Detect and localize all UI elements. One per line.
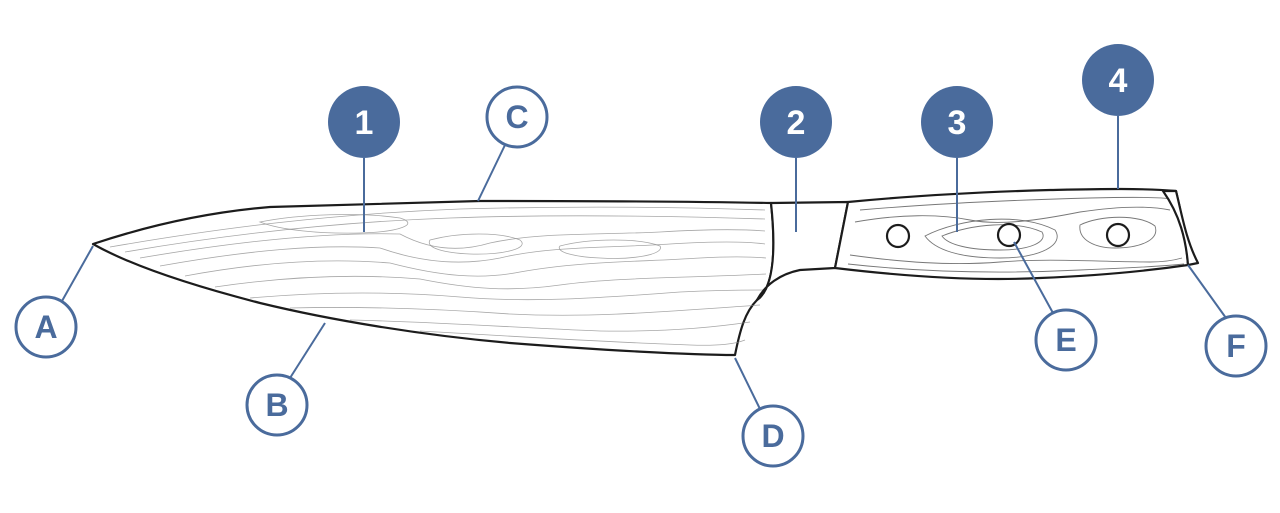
leader-f bbox=[1187, 264, 1227, 319]
callout-2: 2 bbox=[760, 86, 832, 158]
callout-b-circle bbox=[245, 373, 309, 437]
wood-grain bbox=[847, 196, 1185, 273]
callout-f: F bbox=[1204, 314, 1268, 378]
blade bbox=[91, 199, 775, 357]
rivet-center bbox=[996, 222, 1022, 248]
callout-b-label: B bbox=[265, 387, 288, 423]
callout-e-circle bbox=[1034, 308, 1098, 372]
callout-b: B bbox=[245, 373, 309, 437]
callout-4-circle bbox=[1082, 44, 1154, 116]
leader-b bbox=[289, 322, 326, 379]
leader-e bbox=[1013, 241, 1054, 314]
callout-1-circle bbox=[328, 86, 400, 158]
leader-d bbox=[734, 357, 761, 410]
callout-a-label: A bbox=[34, 309, 57, 345]
callout-4: 4 bbox=[1082, 44, 1154, 116]
callout-2-label: 2 bbox=[787, 104, 806, 142]
callout-e-label: E bbox=[1055, 322, 1076, 358]
callout-3-label: 3 bbox=[948, 104, 967, 142]
callout-f-label: F bbox=[1226, 328, 1246, 364]
leader-a bbox=[61, 245, 94, 302]
callout-2-circle bbox=[760, 86, 832, 158]
callout-c-label: C bbox=[505, 99, 528, 135]
callout-4-label: 4 bbox=[1109, 62, 1128, 100]
damascus-pattern bbox=[109, 206, 767, 346]
callout-1: 1 bbox=[328, 86, 400, 158]
rivet-left bbox=[885, 223, 911, 249]
callout-1-label: 1 bbox=[355, 104, 374, 142]
callout-c-circle bbox=[485, 85, 549, 149]
callout-f-circle bbox=[1204, 314, 1268, 378]
bolster bbox=[755, 200, 850, 302]
callout-d-circle bbox=[741, 404, 805, 468]
rivet-right bbox=[1105, 222, 1131, 248]
end-cap bbox=[1161, 189, 1200, 267]
callout-e: E bbox=[1034, 308, 1098, 372]
leader-c bbox=[477, 144, 506, 202]
callout-a-circle bbox=[14, 295, 78, 359]
leader-lines bbox=[61, 116, 1227, 410]
callout-c: C bbox=[485, 85, 549, 149]
callout-d-label: D bbox=[761, 418, 784, 454]
callout-3-circle bbox=[921, 86, 993, 158]
callout-d: D bbox=[741, 404, 805, 468]
knife bbox=[91, 187, 1200, 357]
callout-3: 3 bbox=[921, 86, 993, 158]
callout-a: A bbox=[14, 295, 78, 359]
